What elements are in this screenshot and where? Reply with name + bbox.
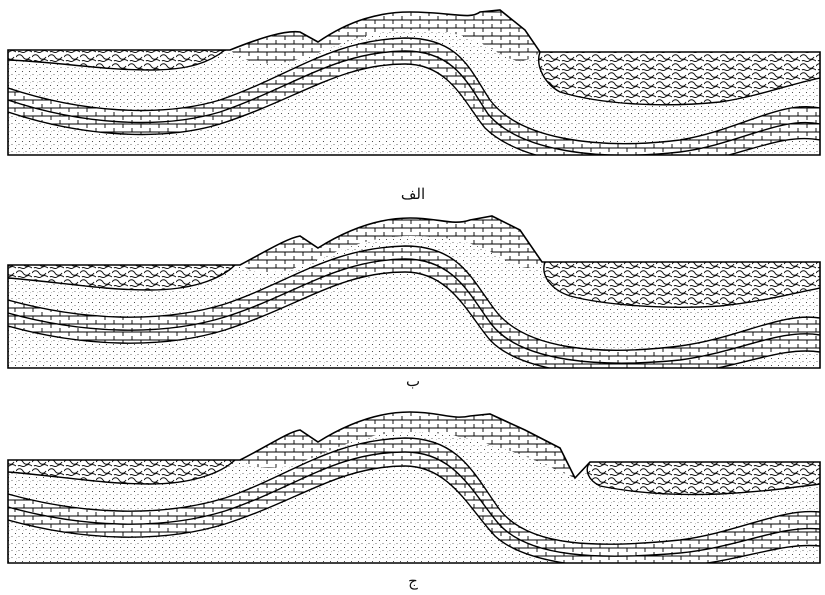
panel-label-a: الف xyxy=(401,185,425,203)
panel-b: ب xyxy=(8,210,820,390)
panel-c: ج xyxy=(8,405,820,590)
panel-label-c: ج xyxy=(408,572,418,590)
panel-label-b: ب xyxy=(406,372,420,390)
panel-a: الف xyxy=(8,10,820,203)
